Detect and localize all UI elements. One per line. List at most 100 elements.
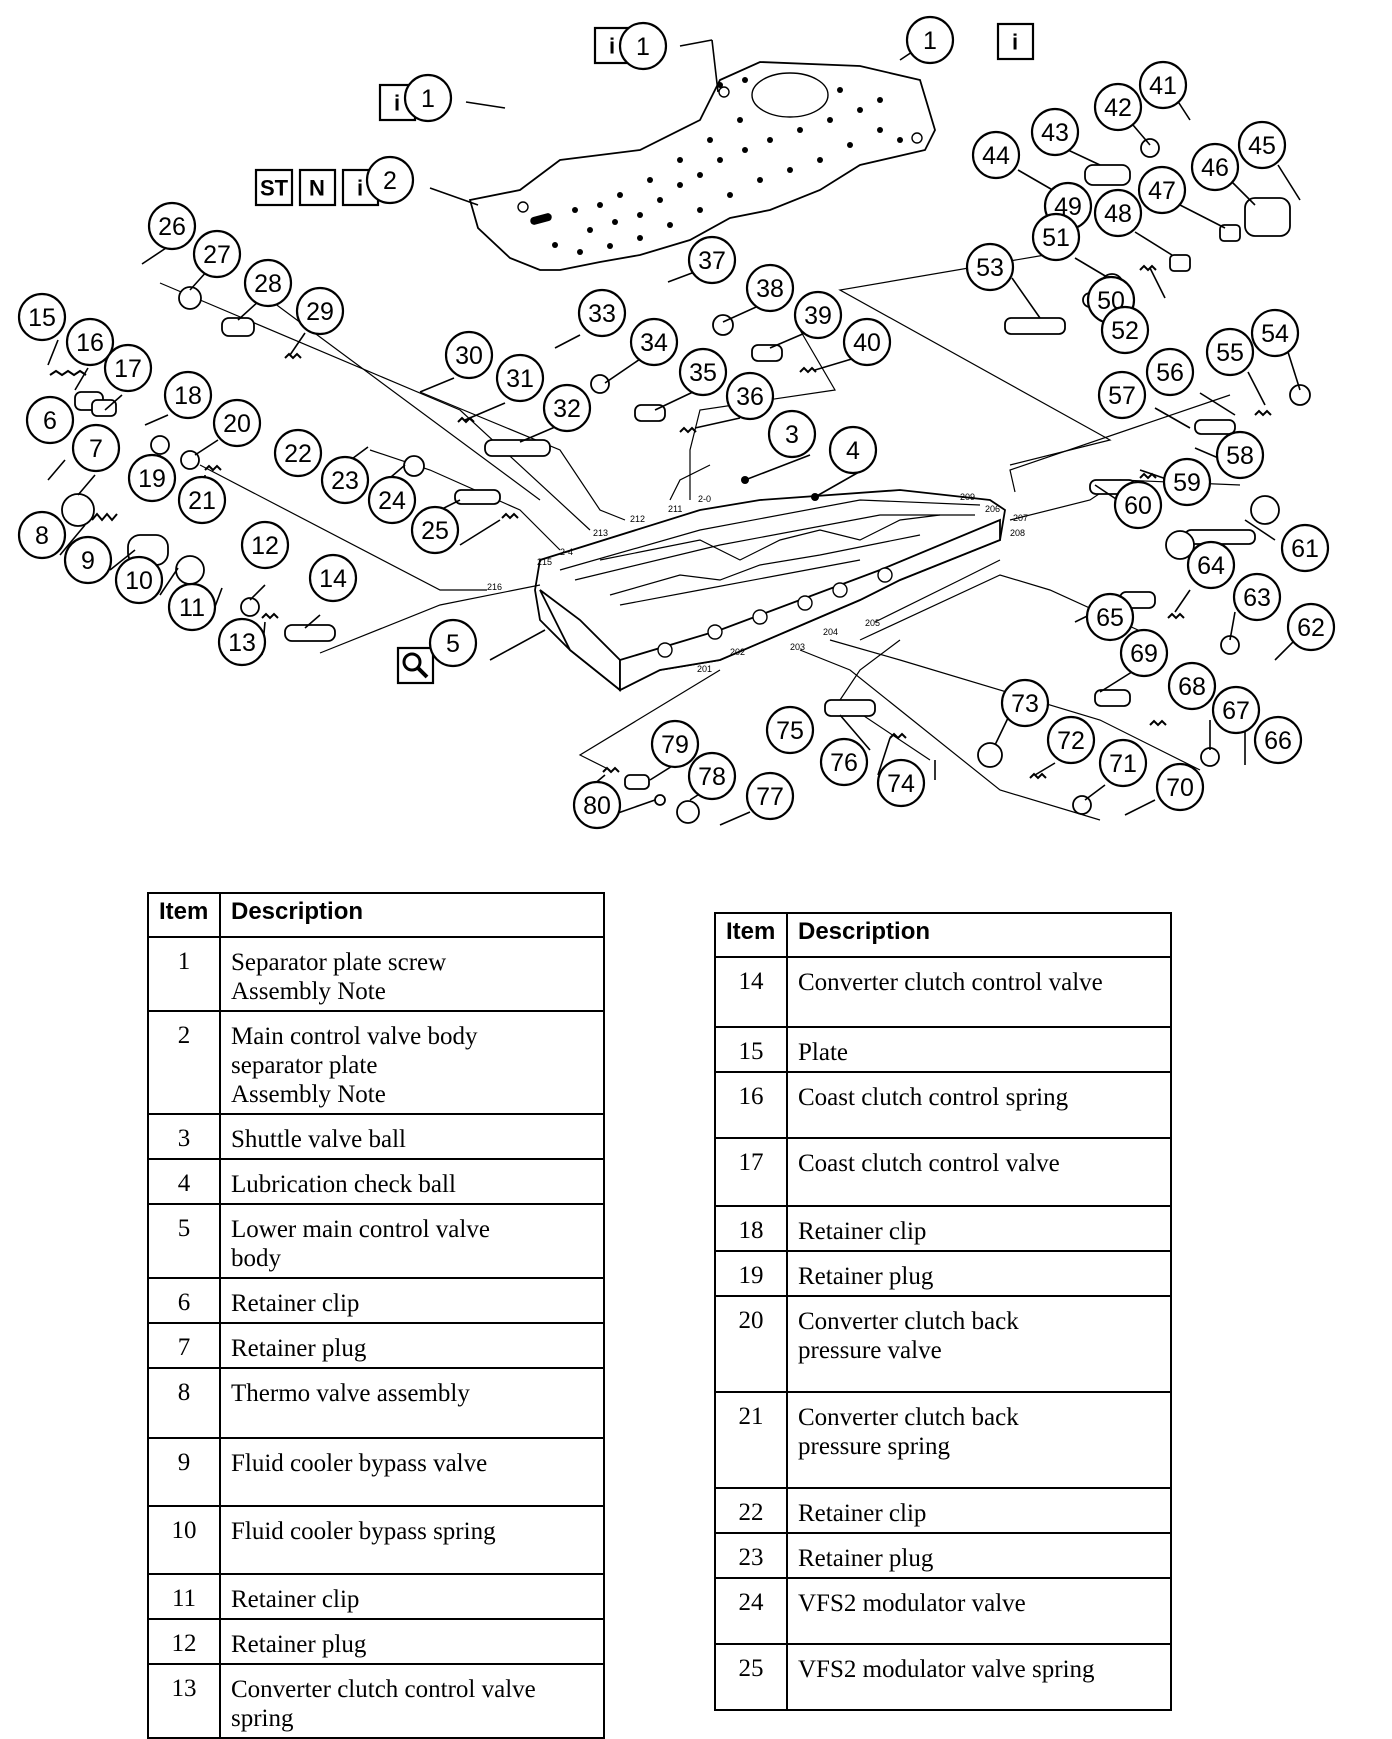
callout-57: 57 bbox=[1097, 370, 1147, 420]
callout-79: 79 bbox=[650, 719, 700, 769]
callout-22: 22 bbox=[273, 428, 323, 478]
callout-number: 7 bbox=[89, 435, 103, 463]
callout-number: 72 bbox=[1057, 727, 1085, 755]
callout-14: 14 bbox=[308, 553, 358, 603]
item-description: Retainer plug bbox=[219, 1618, 605, 1665]
item-number: 20 bbox=[714, 1295, 788, 1393]
item-number: 15 bbox=[714, 1026, 788, 1073]
callout-1: 1 bbox=[403, 73, 453, 123]
item-description: Retainer clip bbox=[786, 1487, 1172, 1534]
svg-text:203: 203 bbox=[790, 642, 805, 652]
callout-40: 40 bbox=[842, 317, 892, 367]
callout-15: 15 bbox=[17, 292, 67, 342]
callout-30: 30 bbox=[444, 330, 494, 380]
callout-number: 64 bbox=[1197, 552, 1225, 580]
callout-number: 39 bbox=[804, 302, 832, 330]
callout-2: 2 bbox=[365, 155, 415, 205]
item-description: Thermo valve assembly bbox=[219, 1367, 605, 1439]
callout-number: 22 bbox=[284, 440, 312, 468]
callout-number: 62 bbox=[1297, 614, 1325, 642]
callout-number: 57 bbox=[1108, 382, 1136, 410]
item-number: 19 bbox=[714, 1250, 788, 1297]
callout-number: 4 bbox=[846, 437, 860, 465]
column-header-item: Item bbox=[147, 892, 221, 938]
callout-number: 55 bbox=[1216, 339, 1244, 367]
callout-67: 67 bbox=[1211, 685, 1261, 735]
callout-number: 54 bbox=[1261, 320, 1289, 348]
callout-number: 77 bbox=[756, 783, 784, 811]
special-tool-badge: ST bbox=[254, 168, 294, 207]
separator-plate bbox=[468, 61, 936, 271]
svg-text:213: 213 bbox=[593, 528, 608, 538]
callout-46: 46 bbox=[1190, 142, 1240, 192]
callout-23: 23 bbox=[320, 455, 370, 505]
callout-55: 55 bbox=[1205, 327, 1255, 377]
callout-66: 66 bbox=[1253, 715, 1303, 765]
item-number: 25 bbox=[714, 1643, 788, 1711]
callout-number: 70 bbox=[1166, 774, 1194, 802]
callout-65: 65 bbox=[1085, 592, 1135, 642]
callout-number: 17 bbox=[114, 355, 142, 383]
callout-60: 60 bbox=[1113, 480, 1163, 530]
callout-number: 2 bbox=[383, 167, 397, 195]
callout-number: 15 bbox=[28, 304, 56, 332]
callout-21: 21 bbox=[177, 475, 227, 525]
item-number: 7 bbox=[147, 1322, 221, 1369]
svg-text:205: 205 bbox=[865, 618, 880, 628]
item-description: Coast clutch control spring bbox=[786, 1071, 1172, 1139]
callout-number: 1 bbox=[923, 27, 937, 55]
svg-text:i: i bbox=[394, 91, 400, 116]
callout-1: 1 bbox=[905, 15, 955, 65]
svg-text:215: 215 bbox=[537, 557, 552, 567]
callout-32: 32 bbox=[542, 383, 592, 433]
callout-5: 5 bbox=[428, 618, 478, 668]
callout-number: 37 bbox=[698, 247, 726, 275]
callout-number: 27 bbox=[203, 241, 231, 269]
callout-number: 63 bbox=[1243, 584, 1271, 612]
callout-number: 14 bbox=[319, 565, 347, 593]
callout-number: 41 bbox=[1149, 72, 1177, 100]
column-header-item: Item bbox=[714, 912, 788, 958]
svg-text:204: 204 bbox=[823, 627, 838, 637]
item-number: 23 bbox=[714, 1532, 788, 1579]
callout-12: 12 bbox=[240, 520, 290, 570]
callout-54: 54 bbox=[1250, 308, 1300, 358]
callout-24: 24 bbox=[367, 475, 417, 525]
callout-13: 13 bbox=[217, 617, 267, 667]
callout-number: 65 bbox=[1096, 604, 1124, 632]
callout-number: 46 bbox=[1201, 154, 1229, 182]
item-number: 12 bbox=[147, 1618, 221, 1665]
callout-38: 38 bbox=[745, 263, 795, 313]
svg-text:202: 202 bbox=[730, 647, 745, 657]
callout-number: 48 bbox=[1104, 200, 1132, 228]
callout-75: 75 bbox=[765, 705, 815, 755]
callout-71: 71 bbox=[1098, 738, 1148, 788]
callout-number: 74 bbox=[887, 770, 915, 798]
callout-number: 16 bbox=[76, 329, 104, 357]
callout-number: 1 bbox=[636, 33, 650, 61]
new-part-badge: N bbox=[298, 168, 337, 207]
callout-number: 58 bbox=[1226, 442, 1254, 470]
item-description: VFS2 modulator valve spring bbox=[786, 1643, 1172, 1711]
item-description: Main control valve body separator plate … bbox=[219, 1010, 605, 1115]
callout-number: 32 bbox=[553, 395, 581, 423]
callout-number: 68 bbox=[1178, 673, 1206, 701]
callout-61: 61 bbox=[1280, 523, 1330, 573]
callout-37: 37 bbox=[687, 235, 737, 285]
svg-text:209: 209 bbox=[960, 492, 975, 502]
callout-number: 78 bbox=[698, 763, 726, 791]
svg-text:ST: ST bbox=[260, 176, 289, 201]
